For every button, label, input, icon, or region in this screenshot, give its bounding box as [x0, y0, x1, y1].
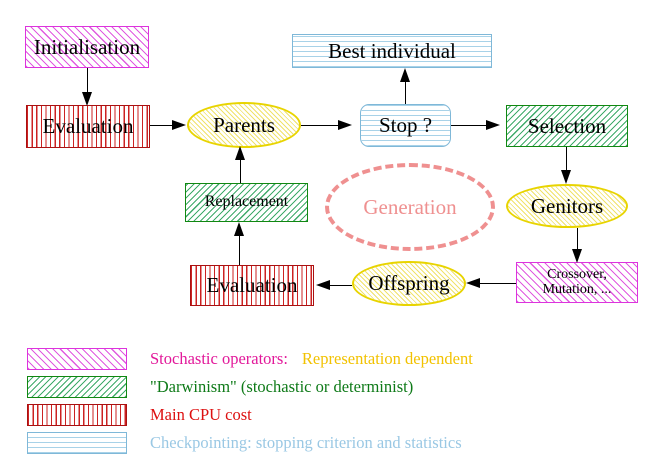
legend-label-representation-dependent: Representation dependent	[301, 349, 473, 368]
legend-label-main-cpu-cost: Main CPU cost	[150, 405, 252, 424]
node-stop[interactable]: Stop ?	[360, 104, 451, 147]
node-initialisation[interactable]: Initialisation	[25, 26, 149, 68]
node-selection-label: Selection	[527, 113, 607, 138]
arrowhead-parents-to-stop	[338, 119, 352, 130]
node-genitors-label: Genitors	[530, 193, 604, 218]
connector-replacement-to-parents	[240, 160, 242, 183]
connector-evaluation-to-parents	[150, 125, 176, 127]
node-crossover-mutation-label-line1: Crossover,	[547, 266, 607, 282]
node-crossover-mutation[interactable]: Crossover, Mutation, ...	[516, 262, 638, 303]
arrowhead-replacement-to-parents	[234, 146, 245, 160]
node-genitors[interactable]: Genitors	[506, 184, 628, 228]
node-replacement[interactable]: Replacement	[185, 183, 308, 222]
node-parents-label: Parents	[213, 112, 275, 137]
node-best-individual[interactable]: Best individual	[292, 34, 492, 68]
legend-swatch-green-diagonal-hatch	[27, 376, 127, 398]
node-evaluation-top[interactable]: Evaluation	[26, 105, 150, 148]
legend-swatch-red-vertical-hatch	[27, 404, 127, 426]
node-evaluation-bottom[interactable]: Evaluation	[190, 265, 314, 306]
connector-initialisation-to-evaluation	[87, 68, 89, 98]
node-selection[interactable]: Selection	[506, 105, 628, 147]
node-initialisation-label: Initialisation	[33, 34, 141, 59]
legend-row-stochastic-operators[interactable]: Stochastic operators: Representation dep…	[27, 348, 473, 370]
arrowhead-genitors-to-crossover	[571, 249, 582, 263]
legend-label-stochastic-operators: Stochastic operators:	[150, 349, 288, 368]
connector-selection-to-genitors	[566, 147, 568, 175]
legend-row-darwinism[interactable]: "Darwinism" (stochastic or determinist)	[27, 376, 413, 398]
connector-stop-to-best-individual	[405, 74, 407, 104]
node-parents[interactable]: Parents	[187, 102, 301, 148]
legend-swatch-magenta-diagonal-hatch	[27, 348, 127, 370]
arrowhead-offspring-to-evaluation	[316, 279, 330, 290]
arrowhead-initialisation-to-evaluation	[81, 92, 92, 106]
node-offspring-label: Offspring	[368, 271, 450, 296]
connector-evaluation-to-replacement	[239, 228, 241, 265]
legend-label-checkpointing: Checkpointing: stopping criterion and st…	[150, 433, 462, 452]
connector-offspring-to-evaluation	[328, 285, 352, 287]
arrowhead-evaluation-to-parents	[172, 119, 186, 130]
node-evaluation-top-label: Evaluation	[42, 114, 134, 139]
arrowhead-crossover-to-offspring	[466, 277, 480, 288]
connector-parents-to-stop	[301, 125, 339, 127]
arrowhead-selection-to-genitors	[560, 170, 571, 184]
node-crossover-mutation-label-line2: Mutation, ...	[542, 281, 612, 297]
node-offspring[interactable]: Offspring	[352, 261, 466, 306]
node-stop-label: Stop ?	[378, 113, 433, 138]
legend-label-darwinism: "Darwinism" (stochastic or determinist)	[150, 377, 414, 396]
arrowhead-stop-to-selection	[486, 119, 500, 130]
arrowhead-evaluation-to-replacement	[233, 222, 244, 236]
node-generation-cycle: Generation	[325, 163, 495, 251]
node-best-individual-label: Best individual	[328, 38, 456, 63]
node-replacement-label: Replacement	[204, 193, 289, 211]
legend-row-checkpointing[interactable]: Checkpointing: stopping criterion and st…	[27, 432, 462, 454]
connector-crossover-to-offspring	[478, 283, 516, 285]
legend-swatch-blue-horizontal-hatch	[27, 432, 127, 454]
node-generation-label: Generation	[363, 194, 457, 219]
node-evaluation-bottom-label: Evaluation	[206, 273, 298, 298]
connector-genitors-to-crossover	[577, 228, 579, 256]
arrowhead-stop-to-best-individual	[399, 68, 410, 82]
connector-stop-to-selection	[451, 125, 487, 127]
legend-row-main-cpu-cost[interactable]: Main CPU cost	[27, 404, 252, 426]
